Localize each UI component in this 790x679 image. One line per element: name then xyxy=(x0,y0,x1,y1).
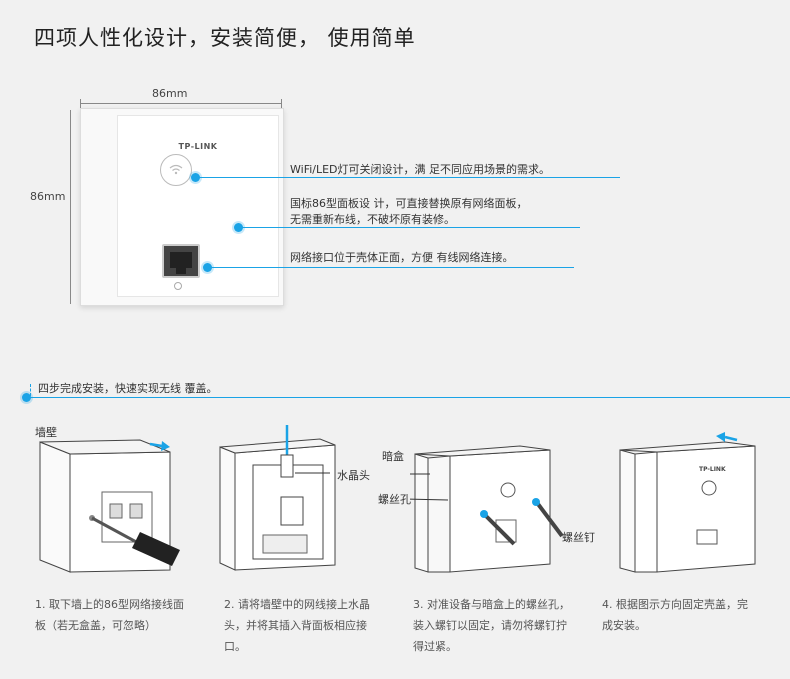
step1-illustration xyxy=(39,439,180,573)
dark-box-label: 暗盒 xyxy=(382,450,404,463)
step3-illustration xyxy=(410,445,564,573)
callout-wifi-led: WiFi/LED灯可关闭设计，满 足不同应用场景的需求。 xyxy=(290,163,551,176)
section-line xyxy=(28,397,790,398)
step-1-text: 1. 取下墙上的86型网络接线面板（若无盒盖，可忽略） xyxy=(35,598,184,632)
page-title: 四项人性化设计，安装简便， 使用简单 xyxy=(34,26,416,50)
callout-dot xyxy=(203,263,212,272)
callout-line xyxy=(209,267,574,268)
height-label: 86mm xyxy=(30,190,66,203)
wifi-led-button[interactable] xyxy=(160,154,192,186)
callout-line xyxy=(240,227,580,228)
section-title: 四步完成安装，快速实现无线 覆盖。 xyxy=(38,382,218,395)
width-dimension: 86mm xyxy=(80,87,282,108)
wall-label: 墙壁 xyxy=(35,426,57,439)
step-3-text: 3. 对准设备与暗盒上的螺丝孔，装入螺钉以固定，请勿将螺钉拧得过紧。 xyxy=(413,598,570,653)
height-dimension-line xyxy=(70,110,71,304)
callout-dot xyxy=(191,173,200,182)
ethernet-port-inner xyxy=(170,252,192,268)
section-dot xyxy=(22,393,31,402)
width-tick-right xyxy=(281,99,282,108)
ethernet-port[interactable] xyxy=(162,244,200,278)
step-2-text: 2. 请将墙壁中的网线接上水晶头，并将其插入背面板相应接口。 xyxy=(224,598,370,653)
screw-hole-label: 螺丝孔 xyxy=(378,493,411,506)
callout-standard-panel-line2: 无需重新布线，不破坏原有装修。 xyxy=(290,213,455,226)
brand-logo: TP-LINK xyxy=(178,142,218,151)
callout-standard-panel-line1: 国标86型面板设 计，可直接替换原有网络面板， xyxy=(290,197,528,210)
step-4-text: 4. 根据图示方向固定壳盖，完成安装。 xyxy=(602,598,748,632)
crystal-head-label: 水晶头 xyxy=(337,469,370,482)
device-face: TP-LINK xyxy=(117,115,279,297)
step4-brand-logo: TP-LINK xyxy=(699,466,726,473)
step4-illustration xyxy=(619,432,756,573)
width-dimension-line xyxy=(80,103,282,104)
section-divider-dashed xyxy=(30,384,32,396)
width-tick-left xyxy=(80,99,81,108)
wifi-icon xyxy=(169,164,183,175)
screw-label: 螺丝钉 xyxy=(562,531,595,544)
callout-network-port: 网络接口位于壳体正面，方便 有线网络连接。 xyxy=(290,251,514,264)
callout-line xyxy=(197,177,620,178)
status-indicator-icon xyxy=(174,282,182,290)
device-panel: TP-LINK xyxy=(80,108,284,306)
width-label: 86mm xyxy=(152,87,188,100)
step2-illustration xyxy=(219,425,336,571)
callout-dot xyxy=(234,223,243,232)
ethernet-port-latch xyxy=(176,268,186,274)
